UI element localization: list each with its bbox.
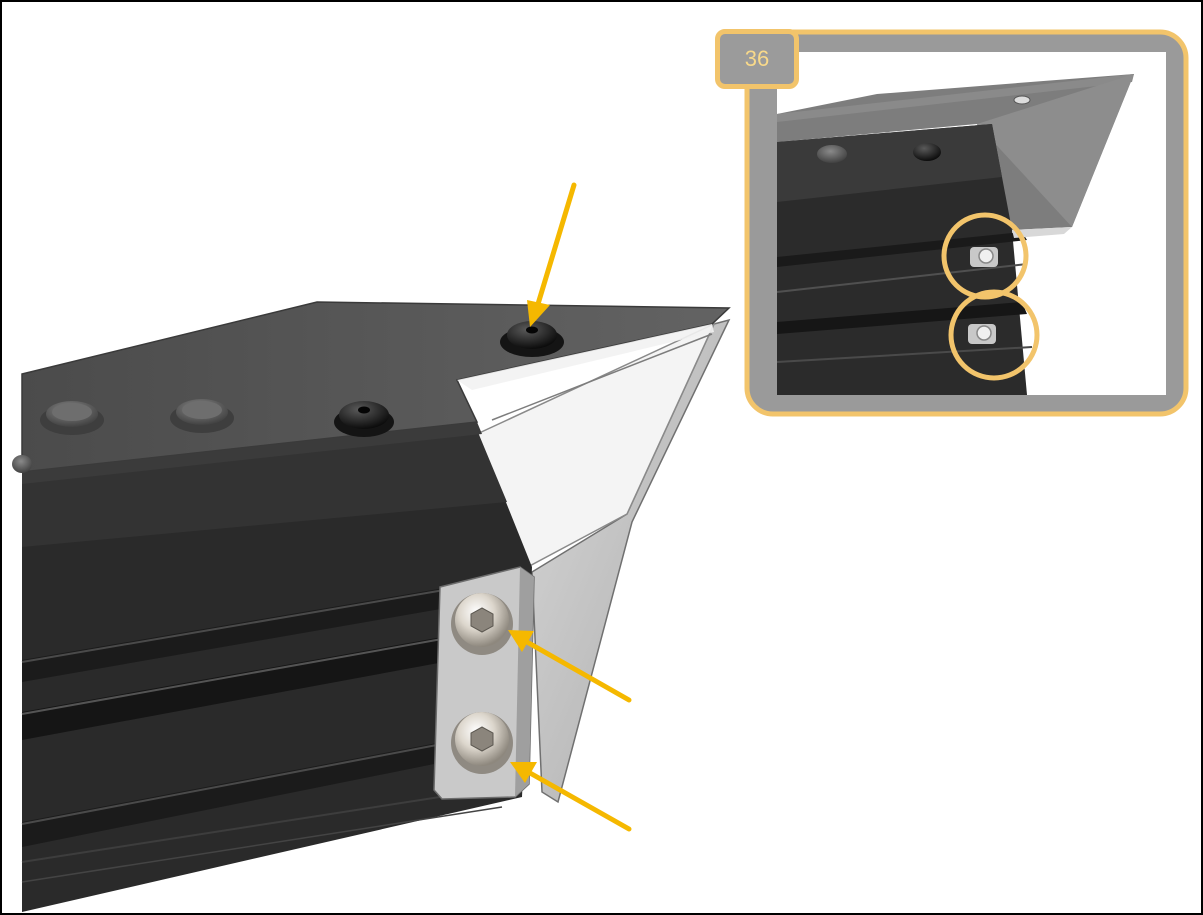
plate-screw-black-2 (500, 321, 564, 357)
circle-upper-tnut (941, 212, 1029, 300)
callout-detail (744, 29, 1189, 417)
step-number: 36 (744, 46, 770, 71)
circle-lower-tnut (948, 289, 1040, 381)
detail-tnut-lower (968, 324, 996, 344)
detail-tnut-upper (970, 247, 998, 267)
plate-screw-black-1 (334, 401, 394, 437)
arrow-to-top-screw (527, 182, 577, 327)
side-bracket (531, 318, 731, 804)
plate-screw-grey-2 (170, 399, 234, 433)
connector-bolt-lower (451, 712, 513, 774)
arrow-to-lower-bracket-bolt (510, 762, 632, 832)
connector-bolt-upper (451, 593, 513, 655)
plate-screw-grey-1 (40, 401, 104, 435)
step-number-badge: 36 (715, 29, 799, 89)
main-view (12, 182, 731, 912)
arrow-to-upper-bracket-bolt (508, 630, 632, 703)
